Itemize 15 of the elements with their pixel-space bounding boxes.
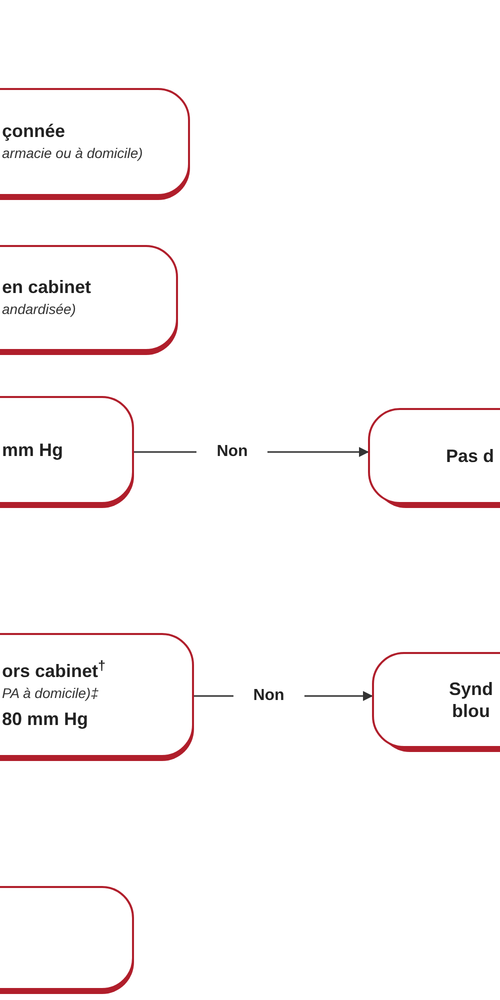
process-box bbox=[368, 408, 500, 504]
subtitle-text: andardisée) bbox=[2, 300, 77, 319]
box-title: mm Hg bbox=[2, 439, 64, 461]
box-title: ors cabinet$^{†}$ bbox=[2, 660, 107, 682]
process-box bbox=[372, 652, 500, 748]
box-title: Pas d bbox=[446, 445, 496, 467]
box-title: en cabinet bbox=[2, 276, 92, 298]
subtitle-text: PA à domicile)‡ bbox=[2, 684, 100, 703]
box-title: 80 mm Hg bbox=[2, 708, 90, 730]
box-title: Synd blou bbox=[448, 678, 494, 722]
subtitle-text: armacie ou à domicile) bbox=[2, 144, 144, 163]
process-box bbox=[0, 88, 190, 196]
process-box bbox=[0, 633, 194, 757]
process-box bbox=[0, 245, 178, 351]
box-title: çonnée bbox=[2, 120, 66, 142]
